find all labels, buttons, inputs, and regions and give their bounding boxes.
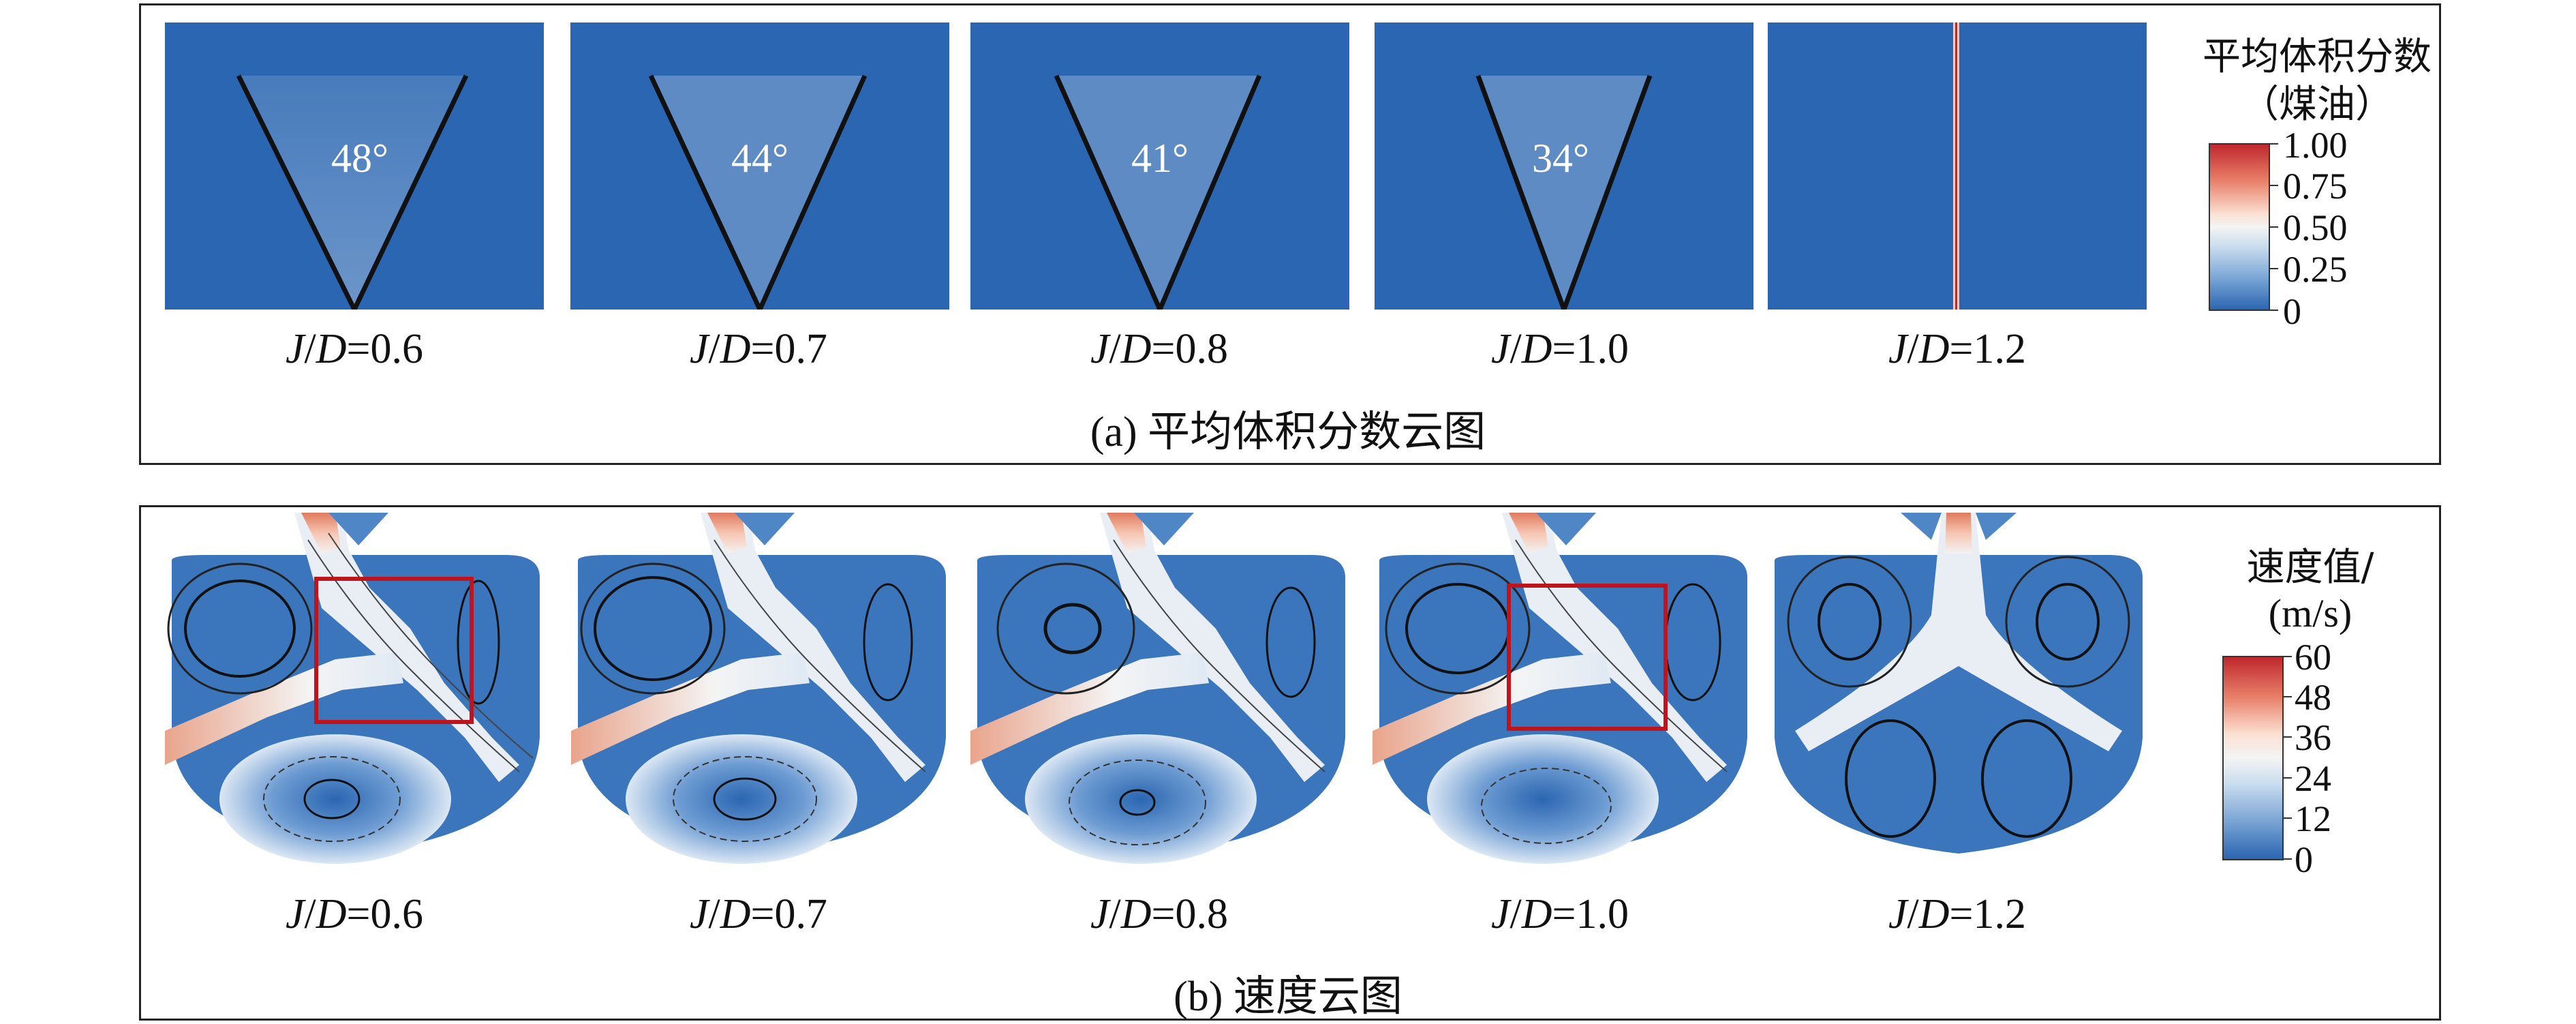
case-label-a-2: J/D=0.7 [689, 326, 827, 372]
vf-panel-2 [570, 22, 949, 310]
colorbar-b-subtitle: (m/s) [2268, 591, 2352, 635]
colorbar-b-tick-1: 60 [2295, 637, 2331, 678]
case-label-a-5: J/D=1.2 [1888, 326, 2026, 372]
colorbar-a-subtitle: （煤油） [2241, 82, 2393, 127]
case-label-a-1: J/D=0.6 [285, 326, 423, 372]
case-label-b-5: J/D=1.2 [1888, 891, 2026, 937]
panel-b-caption: (b) 速度云图 [1174, 971, 1402, 1021]
vel-panel-1 [165, 513, 540, 864]
colorbar-a-tick-3: 0.50 [2283, 207, 2348, 248]
case-label-a-3: J/D=0.8 [1090, 326, 1228, 372]
panel-a-caption: (a) 平均体积分数云图 [1090, 406, 1486, 456]
tick-line-b-6 [2284, 858, 2292, 860]
tick-line-b-5 [2284, 817, 2292, 819]
case-label-b-3: J/D=0.8 [1090, 891, 1228, 937]
tick-line-a-2 [2270, 185, 2278, 186]
case-label-a-4: J/D=1.0 [1490, 326, 1629, 372]
tick-line-b-3 [2284, 736, 2292, 738]
colorbar-a-tick-1: 1.00 [2283, 125, 2348, 166]
vf-panel-1 [165, 22, 544, 310]
tick-line-b-1 [2284, 656, 2292, 657]
angle-label-1: 48° [331, 136, 388, 181]
case-label-b-1: J/D=0.6 [285, 891, 423, 937]
case-label-b-2: J/D=0.7 [689, 891, 827, 937]
panel-b-frame [139, 505, 2441, 1021]
vf-panel-5 [1768, 22, 2147, 310]
colorbar-a-tick-2: 0.75 [2283, 166, 2348, 207]
colorbar-b-tick-2: 48 [2295, 677, 2331, 718]
case-label-b-4: J/D=1.0 [1490, 891, 1629, 937]
vel-panel-5 [1775, 513, 2143, 854]
panel-a-frame [139, 3, 2441, 465]
colorbar-b-bar [2222, 656, 2284, 860]
angle-label-3: 41° [1131, 136, 1189, 181]
colorbar-b-title: 速度值/ [2246, 545, 2374, 590]
colorbar-b-tick-3: 36 [2295, 717, 2331, 758]
vel-panel-2 [571, 513, 946, 864]
colorbar-b-tick-5: 12 [2295, 798, 2331, 839]
colorbar-a-bar [2209, 143, 2270, 311]
colorbar-a-title: 平均体积分数 [2203, 35, 2432, 79]
vf-panel-4 [1375, 22, 1753, 310]
vel-panel-4 [1373, 513, 1747, 864]
angle-label-4: 34° [1532, 136, 1589, 181]
vf-panel-3 [970, 22, 1349, 310]
tick-line-b-2 [2284, 696, 2292, 697]
colorbar-b-tick-6: 0 [2295, 839, 2313, 880]
vel-panel-3 [970, 513, 1345, 864]
tick-line-a-1 [2270, 143, 2278, 145]
tick-line-b-4 [2284, 777, 2292, 779]
tick-line-a-4 [2270, 268, 2278, 269]
angle-label-2: 44° [731, 136, 788, 181]
colorbar-b-tick-4: 24 [2295, 758, 2331, 799]
colorbar-a-tick-5: 0 [2283, 291, 2301, 332]
tick-line-a-3 [2270, 226, 2278, 228]
colorbar-a-tick-4: 0.25 [2283, 249, 2348, 290]
tick-line-a-5 [2270, 310, 2278, 311]
